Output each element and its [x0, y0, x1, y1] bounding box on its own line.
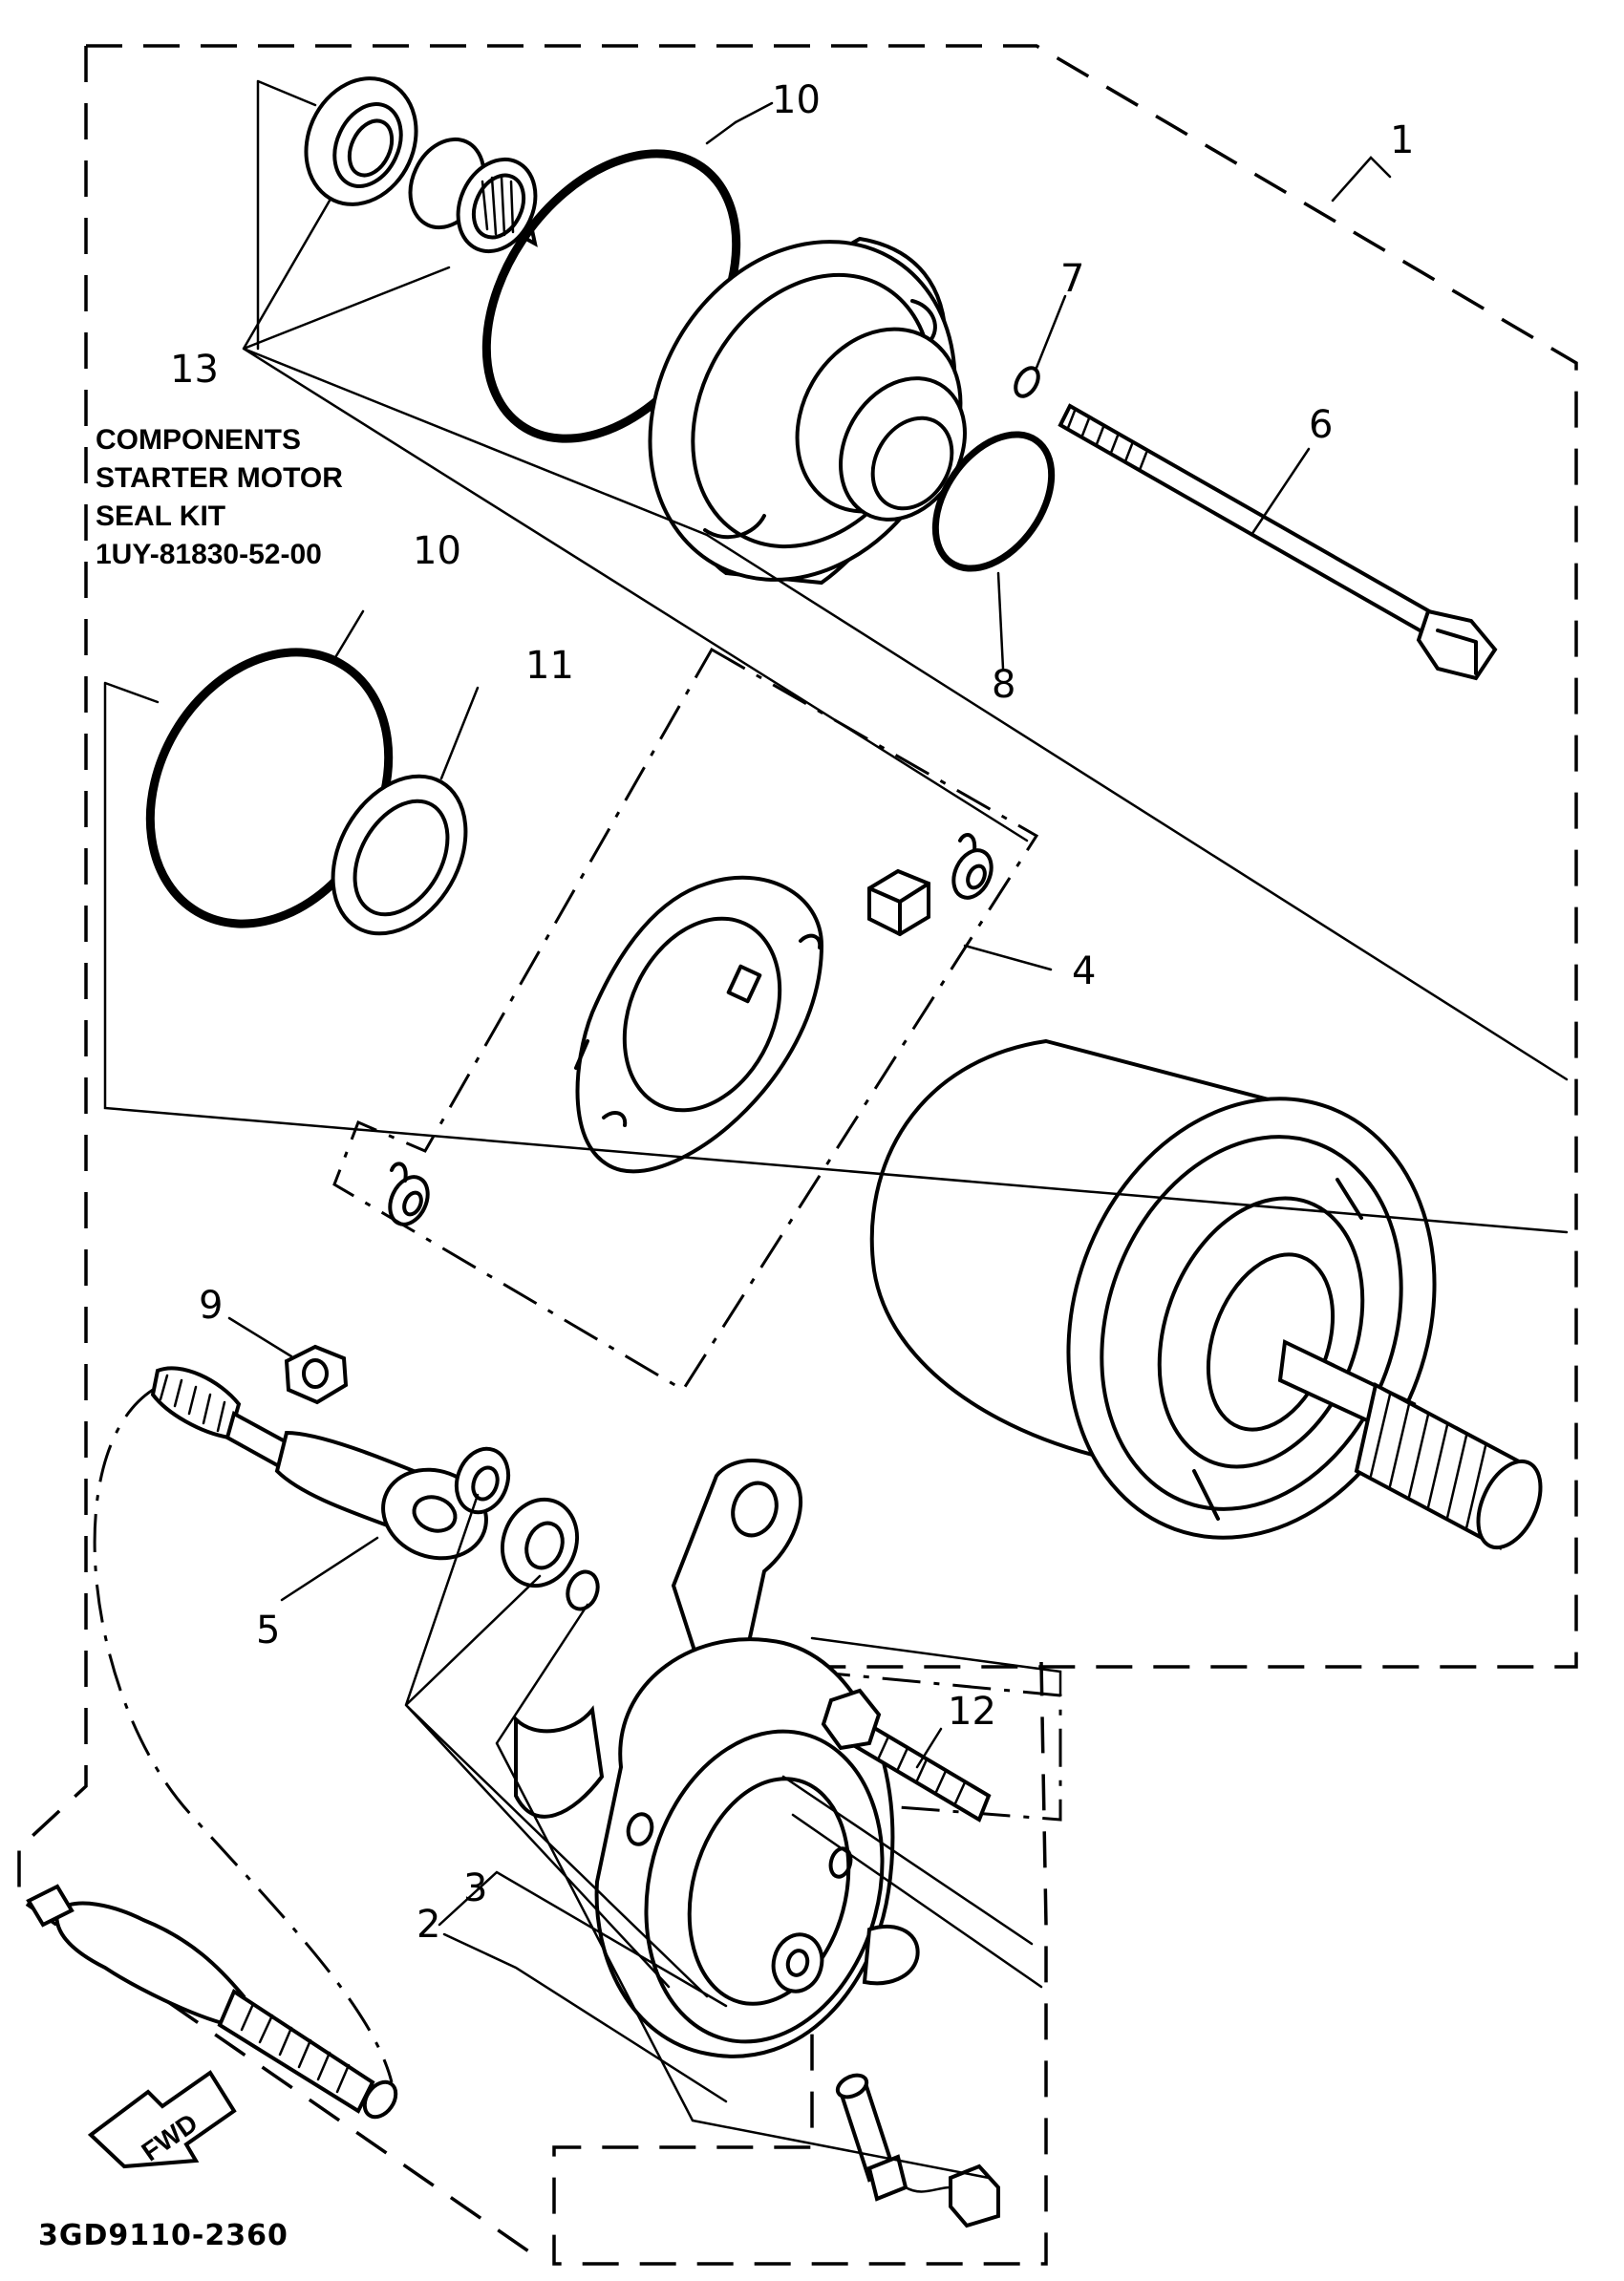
drawing-code: 3GD9110-2360: [38, 2219, 288, 2252]
brush-spring-lower: [388, 1162, 430, 1226]
lead-wire-lower: [26, 1884, 398, 2120]
brush-block: [867, 868, 930, 937]
insulator-o-ring: [566, 1569, 600, 1611]
callout-3: 3: [463, 1866, 487, 1910]
brush-plate: [574, 875, 824, 1174]
yoke-housing: [869, 1038, 1437, 1540]
kit-note-line-1: COMPONENTS: [96, 424, 301, 456]
callout-12: 12: [948, 1690, 996, 1734]
kit-note-line-2: STARTER MOTOR: [96, 462, 343, 494]
callout-10-lower: 10: [413, 529, 461, 573]
needle-bearing: [408, 137, 538, 254]
armature-shaft: [1277, 1338, 1543, 1551]
callout-6: 6: [1309, 403, 1333, 447]
brush-spring-upper: [951, 833, 994, 900]
lead-wire-terminal: [150, 1366, 488, 1561]
through-bolt: [1058, 403, 1498, 681]
terminal-bolt: [835, 2073, 908, 2202]
fwd-arrow-icon: FWD: [87, 2070, 237, 2169]
callout-5: 5: [256, 1609, 280, 1652]
terminal-brush: [904, 2164, 1000, 2228]
bolt-group-boundary: [811, 1670, 1062, 1822]
kit-note-line-4: 1UY-81830-52-00: [96, 539, 322, 570]
assembly-boundary: [17, 44, 1578, 2266]
callout-numbers: 1 2 3 4 5 6 7 8 9 10 10 11 12 13: [170, 78, 1414, 1947]
callout-1: 1: [1390, 118, 1414, 162]
callout-8: 8: [992, 663, 1015, 707]
insulator-washer: [500, 1497, 580, 1588]
callout-10-upper: 10: [772, 78, 821, 122]
o-ring-mid: [931, 431, 1056, 572]
leader-lines: [103, 79, 1569, 2180]
callout-4: 4: [1072, 949, 1096, 993]
kit-note-line-3: SEAL KIT: [96, 501, 225, 532]
lead-wire-path: [93, 1388, 394, 2083]
mounting-screw: [821, 1688, 992, 1823]
seal-kit-note: COMPONENTS STARTER MOTOR SEAL KIT 1UY-81…: [96, 424, 343, 570]
callout-2: 2: [417, 1903, 440, 1947]
brush-kit-boundary: [332, 647, 1039, 1393]
nut: [284, 1344, 349, 1405]
small-o-ring: [1014, 366, 1040, 398]
front-cover: [648, 236, 967, 586]
oil-seal: [304, 76, 418, 206]
rear-cover: [514, 1459, 920, 2058]
callout-13: 13: [170, 348, 219, 392]
callout-7: 7: [1060, 257, 1084, 301]
callout-9: 9: [199, 1284, 223, 1328]
washer: [331, 774, 468, 936]
callout-11: 11: [525, 644, 574, 688]
